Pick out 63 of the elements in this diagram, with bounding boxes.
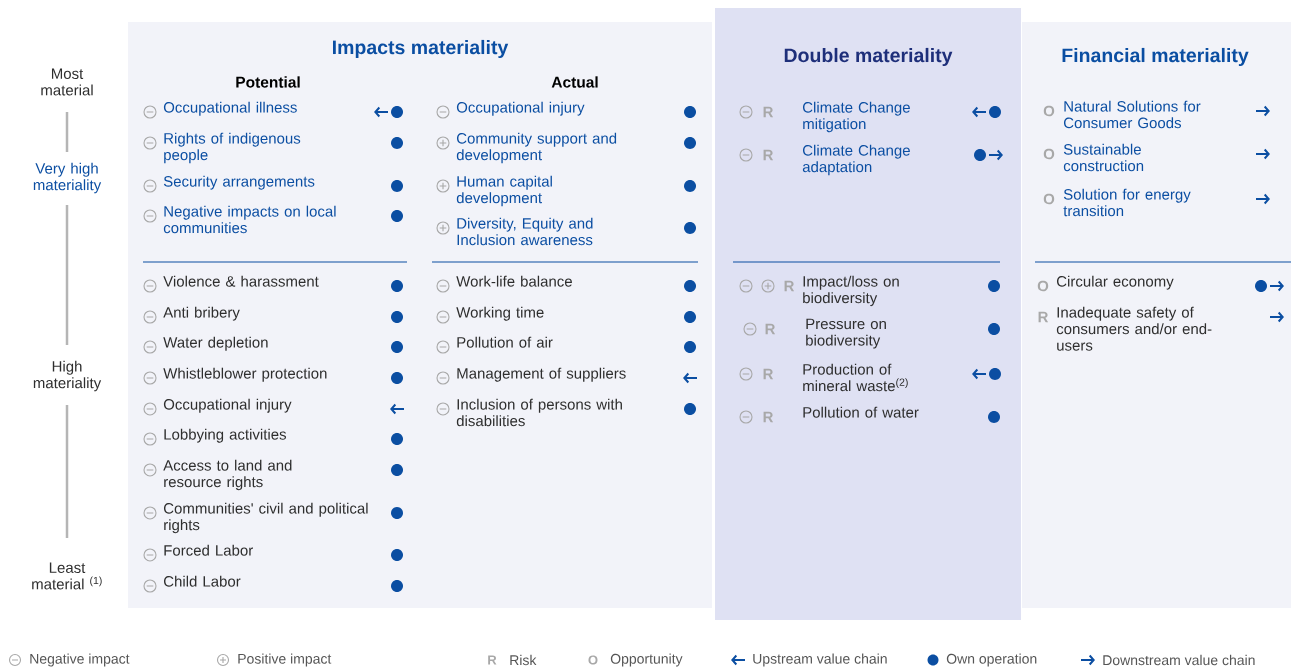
topic-label: Anti bribery bbox=[163, 306, 240, 321]
topic-label: Whistleblower protection bbox=[163, 367, 327, 382]
topic-label: Negative impacts on local communities bbox=[163, 205, 336, 234]
category-letter: R bbox=[763, 149, 774, 161]
category-letter: O bbox=[1037, 280, 1049, 292]
legend-text: Positive impact bbox=[238, 653, 332, 667]
topic-label: Climate Change adaptation bbox=[802, 144, 910, 176]
topic-label: Impact/loss on biodiversity bbox=[803, 275, 899, 307]
legend-letter: R bbox=[488, 655, 497, 665]
scale-label: Very high materiality bbox=[33, 162, 102, 194]
topic-label: Working time bbox=[456, 306, 544, 321]
topic-label: Child Labor bbox=[164, 575, 241, 587]
topic-label: Inclusion of persons with disabilities bbox=[456, 398, 622, 427]
topic-label: Access to land and resource rights bbox=[163, 459, 292, 491]
topic-label: Circular economy bbox=[1056, 275, 1174, 290]
topic-label: Solution for energy transition bbox=[1063, 188, 1191, 217]
category-letter: R bbox=[763, 411, 774, 423]
topic-label: Natural Solutions for Consumer Goods bbox=[1063, 100, 1201, 129]
topic-label: Occupational illness bbox=[163, 101, 297, 116]
topic-label: Management of suppliers bbox=[457, 367, 626, 382]
category-letter: R bbox=[765, 323, 776, 335]
category-letter: R bbox=[1038, 311, 1049, 323]
topic-label: Security arrangements bbox=[163, 175, 315, 190]
scale-label: Least material $^{(1)}$ bbox=[32, 562, 102, 590]
panel-heading: Financial materiality bbox=[1062, 47, 1249, 67]
topic-label: Forced Labor bbox=[164, 544, 253, 556]
topic-label: Pollution of water bbox=[803, 406, 919, 418]
scale-label: High materiality bbox=[33, 360, 102, 392]
column-heading: Potential bbox=[236, 76, 300, 88]
topic-label: Communities' civil and political rights bbox=[164, 502, 368, 534]
legend-letter: O bbox=[588, 655, 598, 665]
topic-label: Diversity, Equity and Inclusion awareness bbox=[457, 217, 593, 246]
panel-heading: Double materiality bbox=[784, 47, 953, 67]
topic-label: Community support and development bbox=[456, 132, 617, 164]
topic-label: Rights of indigenous people bbox=[164, 132, 301, 164]
category-letter: R bbox=[763, 368, 774, 380]
legend-text: Opportunity bbox=[610, 653, 683, 667]
legend-text: Risk bbox=[510, 654, 537, 666]
category-letter: O bbox=[1043, 105, 1055, 117]
topic-label: Violence & harassment bbox=[163, 275, 319, 287]
topic-label: Climate Change mitigation bbox=[802, 101, 910, 133]
legend-text: Negative impact bbox=[30, 653, 130, 667]
topic-label: Pressure on biodiversity bbox=[806, 318, 886, 349]
topic-label: Human capital development bbox=[456, 175, 552, 207]
panel-heading: Impacts materiality bbox=[333, 39, 509, 59]
category-letter: R bbox=[784, 280, 795, 292]
topic-label: Lobbying activities bbox=[164, 428, 287, 443]
topic-label: Inadequate safety of consumers and/or end-users bbox=[1056, 306, 1212, 351]
category-letter: O bbox=[1043, 148, 1055, 160]
column-heading: Actual bbox=[551, 76, 598, 88]
topic-label: Pollution of air bbox=[457, 336, 553, 348]
topic-label: Water depletion bbox=[163, 336, 268, 351]
legend-text: Downstream value chain bbox=[1103, 654, 1255, 666]
topic-label: Occupational injury bbox=[456, 101, 585, 116]
scale-label: Most material bbox=[41, 68, 93, 96]
category-letter: R bbox=[763, 106, 774, 118]
category-letter: O bbox=[1043, 193, 1055, 205]
topic-label: Work-life balance bbox=[456, 275, 572, 287]
topic-label: Occupational injury bbox=[163, 398, 292, 413]
legend-text: Upstream value chain bbox=[753, 653, 887, 667]
topic-label: Sustainable construction bbox=[1063, 143, 1144, 172]
topic-label: Production of mineral waste$^{(2)}$ bbox=[803, 363, 908, 392]
legend-text: Own operation bbox=[946, 653, 1037, 667]
